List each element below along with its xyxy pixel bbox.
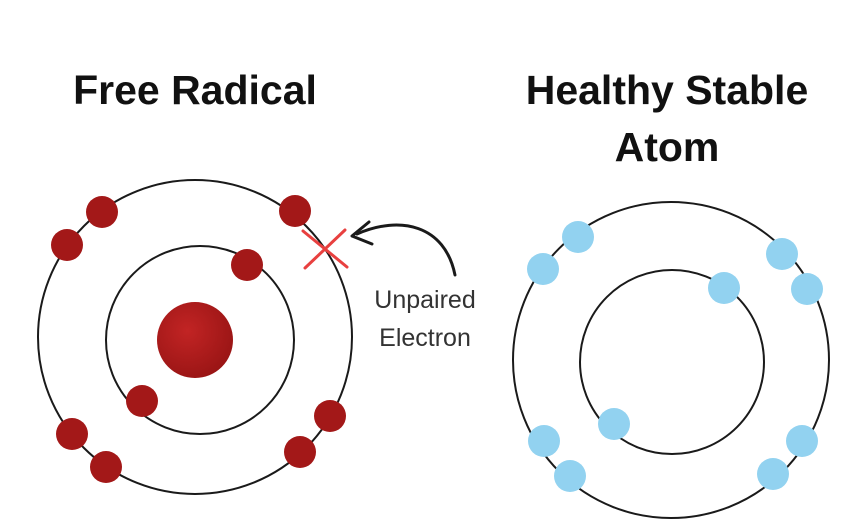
inner-orbit bbox=[105, 245, 295, 435]
electron bbox=[90, 451, 122, 483]
unpaired-electron-annotation: Unpaired Electron bbox=[350, 220, 476, 352]
electron bbox=[527, 253, 559, 285]
electron bbox=[51, 229, 83, 261]
arrow-head bbox=[350, 220, 374, 246]
electron bbox=[598, 408, 630, 440]
stable-atom-title: Healthy Stable Atom bbox=[525, 67, 809, 170]
electron bbox=[791, 273, 823, 305]
nucleus bbox=[157, 302, 233, 378]
electron bbox=[554, 460, 586, 492]
electron bbox=[279, 195, 311, 227]
electron bbox=[284, 436, 316, 468]
electron bbox=[86, 196, 118, 228]
curved-arrow-icon bbox=[355, 223, 457, 277]
free-radical-atom bbox=[37, 179, 353, 495]
outer-orbit bbox=[512, 201, 830, 519]
free-radical-title: Free Radical bbox=[73, 67, 317, 113]
electron bbox=[708, 272, 740, 304]
annotation-line-1: Unpaired bbox=[374, 286, 475, 314]
electron bbox=[562, 221, 594, 253]
electron bbox=[56, 418, 88, 450]
stable-atom bbox=[512, 201, 830, 519]
electron bbox=[757, 458, 789, 490]
electron bbox=[314, 400, 346, 432]
inner-orbit bbox=[579, 269, 765, 455]
x-mark-icon bbox=[301, 228, 349, 270]
electron bbox=[528, 425, 560, 457]
electron bbox=[126, 385, 158, 417]
annotation-line-2: Electron bbox=[379, 324, 471, 352]
electron bbox=[231, 249, 263, 281]
electron bbox=[766, 238, 798, 270]
outer-orbit bbox=[37, 179, 353, 495]
electron bbox=[786, 425, 818, 457]
